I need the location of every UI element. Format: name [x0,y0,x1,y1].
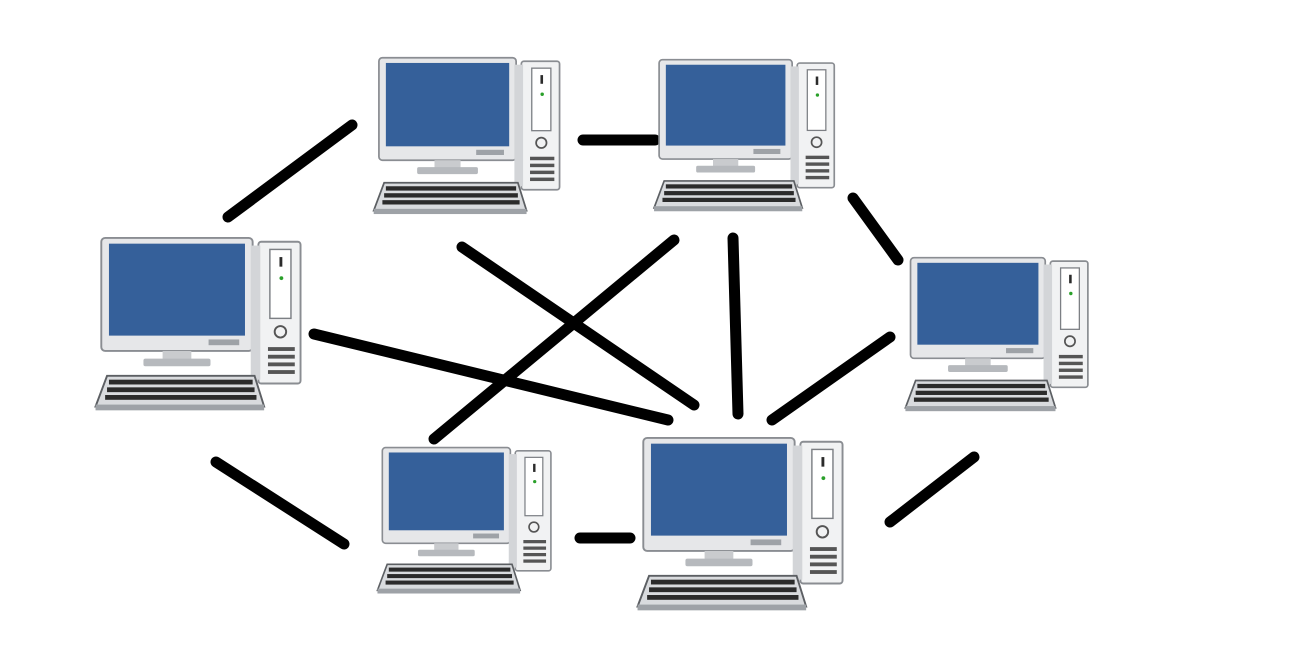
pc-bottom-left-desktop-computer-icon [376,446,552,595]
pc-bottom-center-desktop-computer-icon [636,436,844,612]
link-pc-left-to-pc-bottom-center [308,328,674,426]
link-pc-left-to-pc-bottom-left [210,456,350,550]
link-pc-top-right-to-pc-bottom-center [727,232,744,420]
link-pc-right-to-pc-bottom-center [766,331,896,426]
connection-links [210,119,980,550]
pc-right-desktop-computer-icon [904,256,1089,413]
pc-left-desktop-computer-icon [94,236,302,412]
pc-top-left-desktop-computer-icon [372,56,561,216]
pc-top-right-desktop-computer-icon [653,58,836,213]
link-pc-top-right-to-pc-bottom-left [428,234,680,445]
link-pc-bottom-center-to-pc-right [884,451,980,528]
link-pc-top-left-to-pc-left [222,119,358,223]
link-pc-top-right-to-pc-right [847,192,904,266]
